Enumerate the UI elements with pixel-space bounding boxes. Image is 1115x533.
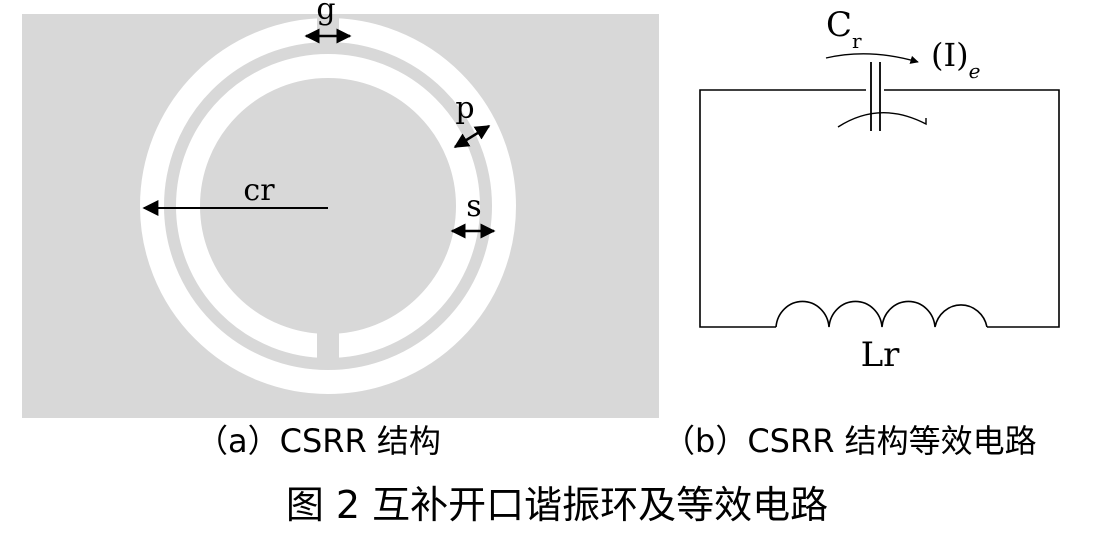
inductor-label: Lr — [861, 335, 901, 375]
label-g: g — [316, 0, 335, 27]
label-s: s — [466, 189, 481, 224]
label-p: p — [455, 91, 474, 126]
caption-b: （b）CSRR 结构等效电路 — [663, 422, 1037, 460]
equivalent-circuit-panel: Cr (I)e Lr — [699, 5, 1060, 375]
circuit-wire — [699, 89, 1060, 328]
current-arrow-bottom — [837, 112, 927, 128]
label-cr: cr — [243, 173, 275, 208]
caption-a: （a）CSRR 结构 — [196, 422, 441, 460]
current-arrow-top — [825, 53, 919, 64]
inner-ring-gap — [317, 328, 339, 366]
current-label: (I)e — [931, 36, 980, 83]
inductor-coil — [775, 300, 988, 328]
csrr-structure-panel: g p s cr — [22, 0, 659, 418]
capacitor-label: Cr — [826, 5, 862, 53]
width-p-arrow — [453, 124, 491, 149]
figure-caption: 图 2 互补开口谐振环及等效电路 — [286, 483, 828, 527]
